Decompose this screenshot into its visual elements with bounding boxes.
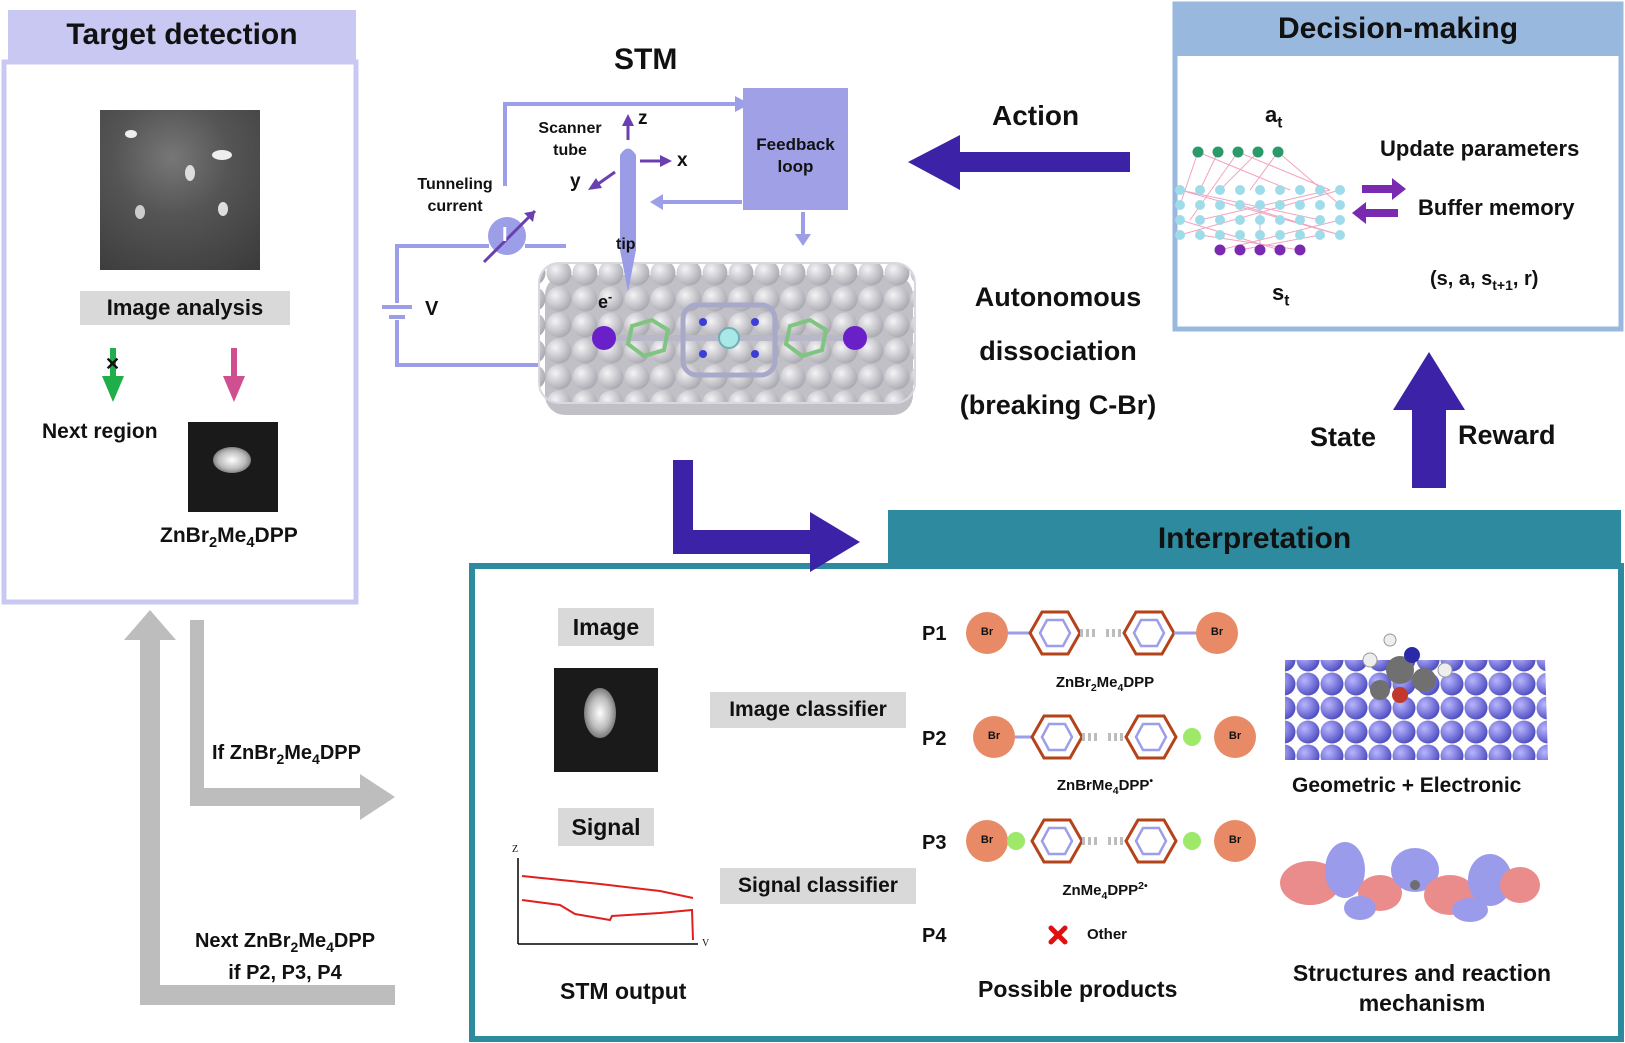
dissociation-line3: (breaking C-Br) — [959, 390, 1157, 420]
scanner-tube-label: Scanner tube — [538, 120, 602, 159]
product-p4-name: Other — [1087, 926, 1128, 943]
target-detection-title: Target detection — [66, 18, 298, 51]
molecule-on-surface — [592, 302, 867, 378]
image-label: Image — [558, 608, 654, 646]
axis-x-label: x — [677, 150, 688, 171]
signal-axis-z: Z — [512, 844, 519, 855]
action-at-label: at — [1265, 102, 1283, 132]
dissociation-line1: Autonomous — [974, 282, 1142, 312]
ammeter-arrow — [482, 209, 537, 264]
stm-tip — [620, 148, 636, 292]
stm-arrowheads — [650, 96, 811, 246]
signal-label: Signal — [558, 808, 654, 846]
buffer-arrows — [1352, 178, 1406, 224]
stm-circuit — [395, 102, 805, 367]
interpretation-stm-image — [554, 668, 658, 772]
image-analysis-label: Image analysis — [80, 291, 290, 325]
ammeter-circle — [488, 217, 526, 255]
target-molecule-label: ZnBr2Me4DPP — [160, 524, 298, 552]
br-label: Br — [1228, 834, 1242, 846]
target-zoom-image — [188, 422, 278, 512]
interpretation-header — [888, 510, 1621, 566]
products-graphics — [966, 610, 1256, 945]
update-parameters-label: Update parameters — [1380, 136, 1580, 161]
stm-output-label: STM output — [560, 978, 687, 1004]
br-label: Br — [987, 730, 1001, 742]
dissociation-text: Autonomous dissociation (breaking C-Br) — [938, 270, 1178, 432]
buffer-memory-label: Buffer memory — [1418, 195, 1575, 220]
decision-making-header — [1175, 4, 1621, 56]
feedback-loop-label: Feedback loop — [756, 135, 835, 176]
signal-axis-v: V — [702, 938, 710, 949]
next-region-label: Next region — [42, 420, 158, 443]
grey-flow-arrows — [124, 610, 395, 1005]
action-label: Action — [992, 100, 1080, 131]
br-label: Br — [980, 626, 994, 638]
ammeter-symbol: I — [502, 224, 508, 246]
electron-label: e- — [598, 290, 613, 312]
transition-tuple-label: (s, a, st+1, r) — [1430, 268, 1539, 293]
geometric-electronic-label: Geometric + Electronic — [1292, 774, 1522, 797]
indigo-arrows — [673, 135, 1465, 572]
image-classifier-label: Image classifier — [710, 692, 906, 728]
tip-axes — [588, 114, 672, 190]
reward-label: Reward — [1458, 420, 1556, 450]
target-detection-header — [8, 10, 356, 62]
br-label: Br — [1228, 730, 1242, 742]
product-p3-name: ZnMe4DPP2• — [1062, 880, 1148, 902]
product-p2-id: P2 — [922, 728, 947, 750]
target-detection-arrows — [102, 348, 245, 402]
target-stm-image — [100, 110, 260, 270]
state-label: State — [1310, 422, 1377, 452]
br-label: Br — [980, 834, 994, 846]
decision-making-title: Decision-making — [1277, 12, 1519, 45]
stm-title: STM — [614, 43, 678, 76]
signal-plot — [517, 858, 698, 945]
signal-classifier-label: Signal classifier — [720, 868, 916, 904]
no-target-cross-icon: ✕ — [105, 354, 121, 374]
voltage-symbol: V — [425, 298, 439, 320]
interpretation-title: Interpretation — [1157, 522, 1352, 555]
axis-z-label: z — [638, 108, 648, 129]
br-label: Br — [1210, 626, 1224, 638]
possible-products-label: Possible products — [978, 976, 1178, 1002]
geometric-render — [1285, 633, 1548, 760]
tip-label: tip — [616, 236, 636, 253]
if-target-label: If ZnBr2Me4DPP — [212, 742, 361, 767]
orbital-render — [1280, 842, 1540, 922]
feedback-loop-box — [743, 88, 848, 210]
product-p2-name: ZnBrMe4DPP• — [1056, 775, 1154, 797]
product-p1-name: ZnBr2Me4DPP — [1055, 674, 1155, 694]
dissociation-line2: dissociation — [979, 336, 1137, 366]
product-p3-id: P3 — [922, 832, 947, 854]
product-p1-id: P1 — [922, 623, 947, 645]
neural-network — [1175, 146, 1345, 256]
tunneling-current-label: Tunneling current — [417, 176, 493, 215]
axis-y-label: y — [570, 171, 581, 192]
product-p4-id: P4 — [922, 925, 947, 947]
state-st-label: st — [1272, 280, 1290, 310]
